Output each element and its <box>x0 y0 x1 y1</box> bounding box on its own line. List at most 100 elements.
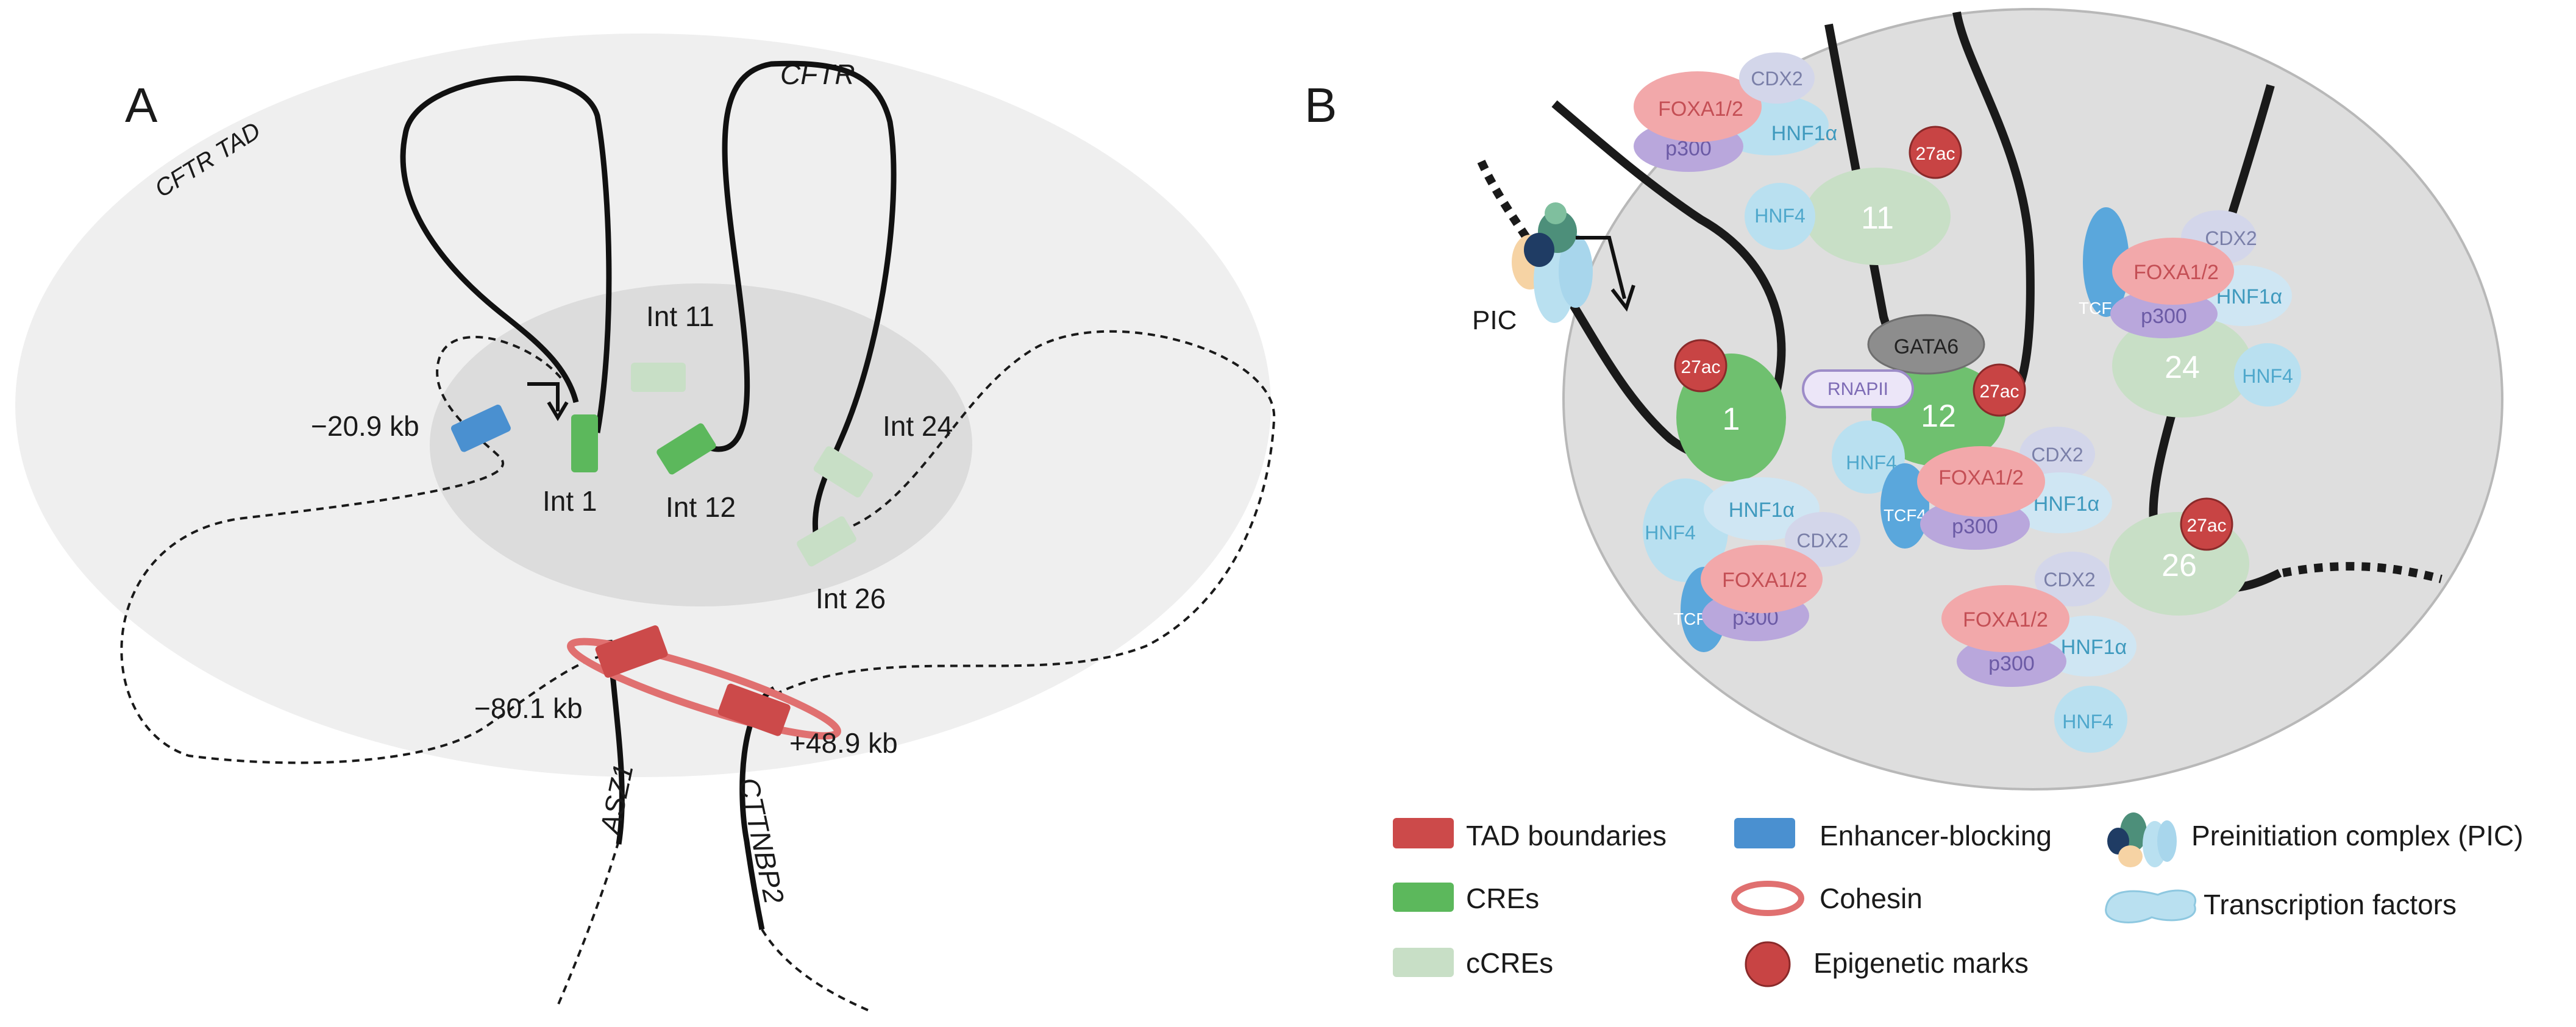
svg-text:HNF4: HNF4 <box>1846 452 1897 474</box>
tf-cluster-right: TCF4 CDX2 HNF1α p300 FOXA1/2 HNF4 <box>2079 207 2301 407</box>
svg-text:p300: p300 <box>1952 515 1998 538</box>
ccre-int26 <box>797 516 856 567</box>
ccre-11-number: 11 <box>1861 201 1894 236</box>
legend-swatch-ccres <box>1393 948 1454 977</box>
legend-swatch-transcription-factors-icon <box>2105 889 2197 923</box>
legend-label-epigenetic-marks: Epigenetic marks <box>1813 947 2029 979</box>
svg-text:CDX2: CDX2 <box>2031 444 2083 466</box>
label-int1: Int 1 <box>543 485 597 517</box>
panel-a: A CFTR TAD CFTR Int 11 −20.9 kb Int 24 I… <box>15 34 1276 1013</box>
legend-swatch-enhancer-blocking <box>1734 818 1795 848</box>
tad-boundary-48-9 <box>717 683 791 736</box>
legend-label-cohesin: Cohesin <box>1820 883 1923 914</box>
gata6-blob <box>1867 314 1985 375</box>
svg-text:HNF1α: HNF1α <box>1729 499 1795 522</box>
tss-arrow-head <box>547 401 569 421</box>
svg-text:HNF4: HNF4 <box>2242 365 2293 387</box>
cre-1-number: 1 <box>1723 402 1740 437</box>
chromatin-b-left <box>1542 100 1786 461</box>
legend-swatch-cres <box>1393 883 1454 912</box>
tf-cluster-middle: HNF4 TCF4 CDX2 HNF1α p300 FOXA1/2 <box>1832 421 2112 550</box>
svg-text:HNF1α: HNF1α <box>2033 492 2099 516</box>
tad-boundary-80-1 <box>595 625 668 678</box>
svg-text:FOXA1/2: FOXA1/2 <box>1938 466 2024 489</box>
label-int24: Int 24 <box>883 410 953 442</box>
tss-arrow <box>527 382 560 411</box>
cftr-loop-middle <box>709 60 897 543</box>
legend-swatch-cohesin <box>1731 881 1804 916</box>
tf-cluster-bottom: CDX2 HNF1α p300 FOXA1/2 HNF4 <box>1941 552 2137 753</box>
svg-text:27ac: 27ac <box>1979 382 2019 402</box>
svg-text:HNF4: HNF4 <box>1754 205 1806 227</box>
legend-label-cres: CREs <box>1466 883 1539 914</box>
tf-cluster-left: HNF4 TCF4 HNF1α CDX2 p300 FOXA1/2 <box>1643 477 1860 652</box>
svg-text:FOXA1/2: FOXA1/2 <box>1658 98 1743 121</box>
cohesin-ring <box>567 638 841 740</box>
ccre-24-blob <box>2112 314 2252 418</box>
svg-text:27ac: 27ac <box>1915 144 1955 164</box>
cftr-loop-left <box>400 75 612 433</box>
svg-text:CDX2: CDX2 <box>2043 569 2095 591</box>
ccre-11-blob <box>1804 168 1951 265</box>
mark-27ac-12: 27ac <box>1973 363 2026 417</box>
panel-b: B PIC 1 11 12 24 26 GATA6 <box>1304 8 2503 791</box>
svg-text:p300: p300 <box>2141 305 2187 328</box>
label-int26: Int 26 <box>816 583 886 614</box>
svg-text:HNF4: HNF4 <box>2062 711 2113 733</box>
pic-tss-arrow <box>1576 236 1626 299</box>
svg-text:27ac: 27ac <box>2186 516 2226 536</box>
pic-tss-arrow-head <box>1610 285 1635 312</box>
legend-swatch-tad-boundaries <box>1393 818 1454 848</box>
dashed-chromatin-bottom-right <box>761 928 872 1013</box>
mark-27ac-26: 27ac <box>2180 497 2233 551</box>
label-minus-80-1: −80.1 kb <box>474 692 583 724</box>
legend-label-tad-boundaries: TAD boundaries <box>1466 820 1667 851</box>
cre-12-number: 12 <box>1921 399 1956 434</box>
ccre-int11 <box>631 363 686 392</box>
legend-label-enhancer-blocking: Enhancer-blocking <box>1820 820 2052 851</box>
mark-27ac-1: 27ac <box>1674 339 1727 393</box>
cre-int12 <box>656 423 716 475</box>
svg-text:FOXA1/2: FOXA1/2 <box>2133 261 2219 284</box>
cre-int1 <box>571 414 598 472</box>
enhancer-blocking-20-9 <box>450 404 511 452</box>
label-plus-48-9: +48.9 kb <box>789 727 898 759</box>
pic-label: PIC <box>1472 305 1517 335</box>
label-int11: Int 11 <box>646 300 714 332</box>
dashed-chromatin-bottom-left <box>557 840 620 1006</box>
legend-swatch-pic-icon <box>2107 812 2177 867</box>
svg-text:HNF1α: HNF1α <box>2061 636 2127 659</box>
svg-text:p300: p300 <box>1988 652 2035 675</box>
svg-text:HNF4: HNF4 <box>1645 522 1696 544</box>
svg-text:HNF1α: HNF1α <box>1771 122 1837 145</box>
panel-b-letter: B <box>1304 78 1337 132</box>
svg-text:27ac: 27ac <box>1681 357 1720 377</box>
svg-text:CDX2: CDX2 <box>2205 227 2257 249</box>
tf-cluster-top: HNF4 HNF1α p300 FOXA1/2 CDX2 <box>1634 52 1837 250</box>
legend-swatch-epigenetic-marks <box>1745 941 1791 987</box>
svg-text:TCF4: TCF4 <box>1884 506 1926 525</box>
ccre-int24 <box>813 446 873 498</box>
svg-text:CDX2: CDX2 <box>1796 530 1848 552</box>
rnapii-label: RNAPII <box>1827 379 1888 399</box>
chromatin-b-dotted-right <box>2282 562 2443 583</box>
legend: TAD boundaries CREs cCREs Enhancer-block… <box>1393 812 2524 987</box>
panel-a-letter: A <box>125 78 158 132</box>
mark-27ac-11: 27ac <box>1909 126 1962 179</box>
label-minus-20-9: −20.9 kb <box>311 410 419 442</box>
svg-text:FOXA1/2: FOXA1/2 <box>1963 608 2048 631</box>
label-int12: Int 12 <box>666 491 736 523</box>
label-cttnbp2: CTTNBP2 <box>733 775 790 906</box>
svg-text:FOXA1/2: FOXA1/2 <box>1722 569 1807 592</box>
svg-text:CDX2: CDX2 <box>1751 68 1802 90</box>
legend-label-transcription-factors: Transcription factors <box>2204 889 2457 920</box>
legend-label-ccres: cCREs <box>1466 947 1553 979</box>
legend-label-pic: Preinitiation complex (PIC) <box>2191 820 2524 851</box>
ccre-26-number: 26 <box>2161 548 2197 583</box>
svg-text:HNF1α: HNF1α <box>2216 285 2282 308</box>
pic-complex-icon <box>1512 202 1593 323</box>
rnapii-pill <box>1802 369 1914 408</box>
gata6-label: GATA6 <box>1894 335 1959 358</box>
